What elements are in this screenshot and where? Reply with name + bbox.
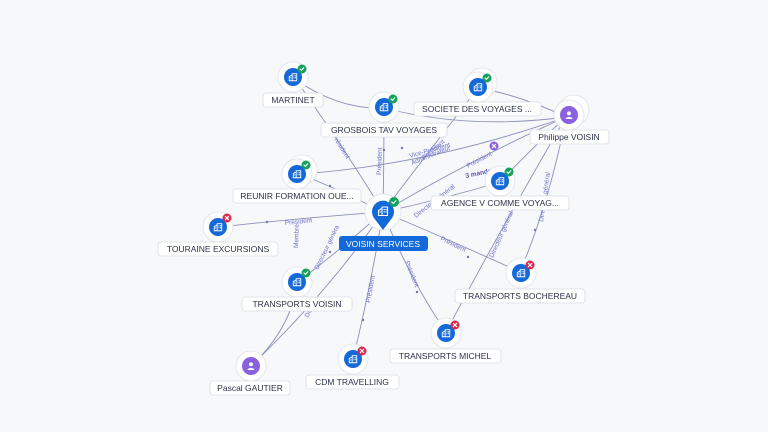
edge-label-president-michel: Président <box>403 260 420 288</box>
node-label: AGENCE V COMME VOYAG... <box>441 198 559 208</box>
status-closed-icon <box>357 346 367 356</box>
edge-center-touraine <box>219 211 384 228</box>
node-transports-voisin[interactable]: TRANSPORTS VOISIN <box>241 266 353 312</box>
company-circle <box>344 350 362 368</box>
node-label: Philippe VOISIN <box>538 132 599 142</box>
node-voisin-services[interactable]: VOISIN SERVICES <box>339 193 428 251</box>
company-circle <box>288 165 306 183</box>
node-label: CDM TRAVELLING <box>315 377 389 387</box>
status-active-icon <box>301 160 311 170</box>
edge-arrows <box>265 146 537 322</box>
company-circle <box>491 172 509 190</box>
status-active-icon <box>388 94 398 104</box>
edge-label-president-cdm: Président <box>365 275 377 303</box>
edge-label-directeur-michel: Directeur général <box>488 210 515 259</box>
company-circle <box>284 68 302 86</box>
edge-philippe-michel <box>445 116 567 333</box>
mandats-badge <box>489 141 499 151</box>
company-circle <box>437 324 455 342</box>
edge-philippe-reunir <box>299 116 567 175</box>
node-bochereau[interactable]: TRANSPORTS BOCHEREAU <box>454 257 586 304</box>
node-label: TOURAINE EXCURSIONS <box>167 244 270 254</box>
status-active-icon <box>389 197 399 207</box>
status-active-icon <box>301 268 311 278</box>
status-closed-icon <box>222 213 232 223</box>
node-societe[interactable]: SOCIETE DES VOYAGES ... <box>413 67 542 117</box>
company-circle <box>209 218 227 236</box>
node-label: MARTINET <box>271 95 314 105</box>
node-grosbois[interactable]: GROSBOIS TAV VOYAGES <box>320 91 448 138</box>
company-circle <box>512 264 530 282</box>
nodes: MARTINET GROSBOIS TAV VOYAGES SOCIETE DE… <box>157 61 610 396</box>
node-michel[interactable]: TRANSPORTS MICHEL <box>389 317 502 364</box>
node-label: TRANSPORTS VOISIN <box>252 299 341 309</box>
company-circle <box>288 273 306 291</box>
node-agence[interactable]: AGENCE V COMME VOYAG... <box>430 165 570 211</box>
edge-label-president-grosbois: Président <box>376 147 384 175</box>
node-philippe-voisin[interactable]: Philippe VOISIN <box>529 94 610 145</box>
edge-label-president-bochereau: Président <box>439 236 467 254</box>
edge-philippe-grosbois <box>383 107 567 123</box>
node-label: REUNIR FORMATION OUE... <box>240 191 353 201</box>
node-touraine[interactable]: TOURAINE EXCURSIONS <box>157 211 279 257</box>
node-reunir[interactable]: REUNIR FORMATION OUE... <box>232 154 362 204</box>
status-closed-icon <box>450 320 460 330</box>
node-cdm-travelling[interactable]: CDM TRAVELLING <box>305 343 400 390</box>
center-label: VOISIN SERVICES <box>346 239 420 249</box>
node-label: TRANSPORTS MICHEL <box>399 351 492 361</box>
node-label: GROSBOIS TAV VOYAGES <box>331 125 437 135</box>
node-pascal-gautier[interactable]: Pascal GAUTIER <box>209 350 291 396</box>
edge-label-president-martinet: Président <box>330 133 351 160</box>
status-active-icon <box>504 167 514 177</box>
status-active-icon <box>482 73 492 83</box>
company-circle <box>375 98 393 116</box>
edge-label-membre: Membre <box>293 224 301 248</box>
edge-pascal-center <box>250 211 384 367</box>
edge-label-directeur-pascal: Dir <box>304 308 315 319</box>
node-label: Pascal GAUTIER <box>217 383 283 393</box>
node-martinet[interactable]: MARTINET <box>262 61 324 108</box>
edge-label-president-touraine: Président <box>284 217 312 227</box>
edge-philippe-center <box>382 116 567 213</box>
edge-label-mandats-president: Président <box>466 151 494 170</box>
company-circle <box>469 78 487 96</box>
status-closed-icon <box>525 260 535 270</box>
node-label: SOCIETE DES VOYAGES ... <box>422 104 532 114</box>
edge-label-directeur-voisin: Directeur généra <box>314 224 342 271</box>
node-label: TRANSPORTS BOCHEREAU <box>463 291 577 301</box>
status-active-icon <box>297 64 307 74</box>
